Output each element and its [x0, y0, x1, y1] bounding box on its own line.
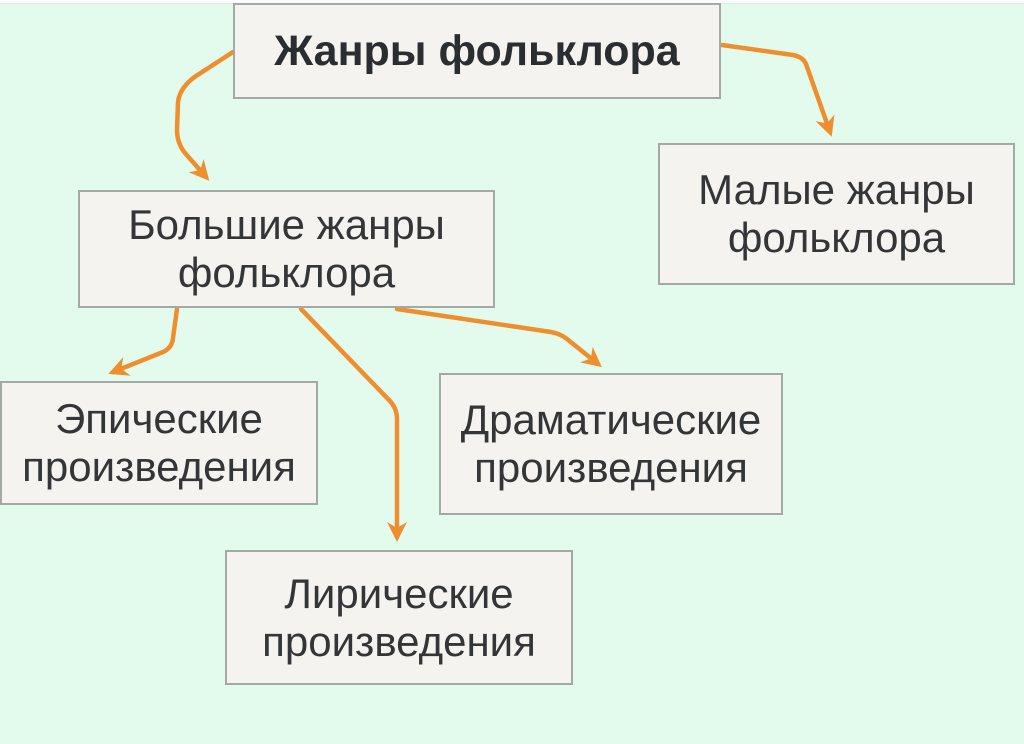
node-label: Большие жанры фольклора [128, 201, 445, 296]
node-dramatic-works: Драматические произведения [439, 373, 783, 515]
node-label: Жанры фольклора [274, 27, 680, 75]
node-small-genres: Малые жанры фольклора [658, 143, 1015, 285]
node-label: Эпические произведения [22, 395, 296, 490]
node-epic-works: Эпические произведения [0, 381, 318, 505]
arrow-root-to-small [719, 42, 835, 137]
node-label: Лирические произведения [262, 569, 536, 665]
arrow-large-to-epic [108, 306, 180, 376]
node-folklore-genres: Жанры фольклора [233, 3, 721, 99]
node-label: Драматические произведения [460, 396, 762, 491]
arrow-root-to-large [174, 49, 236, 181]
node-lyric-works: Лирические произведения [225, 550, 573, 685]
node-large-genres: Большие жанры фольклора [78, 190, 495, 308]
node-label: Малые жанры фольклора [698, 166, 975, 261]
arrow-large-to-dramatic [394, 306, 602, 368]
